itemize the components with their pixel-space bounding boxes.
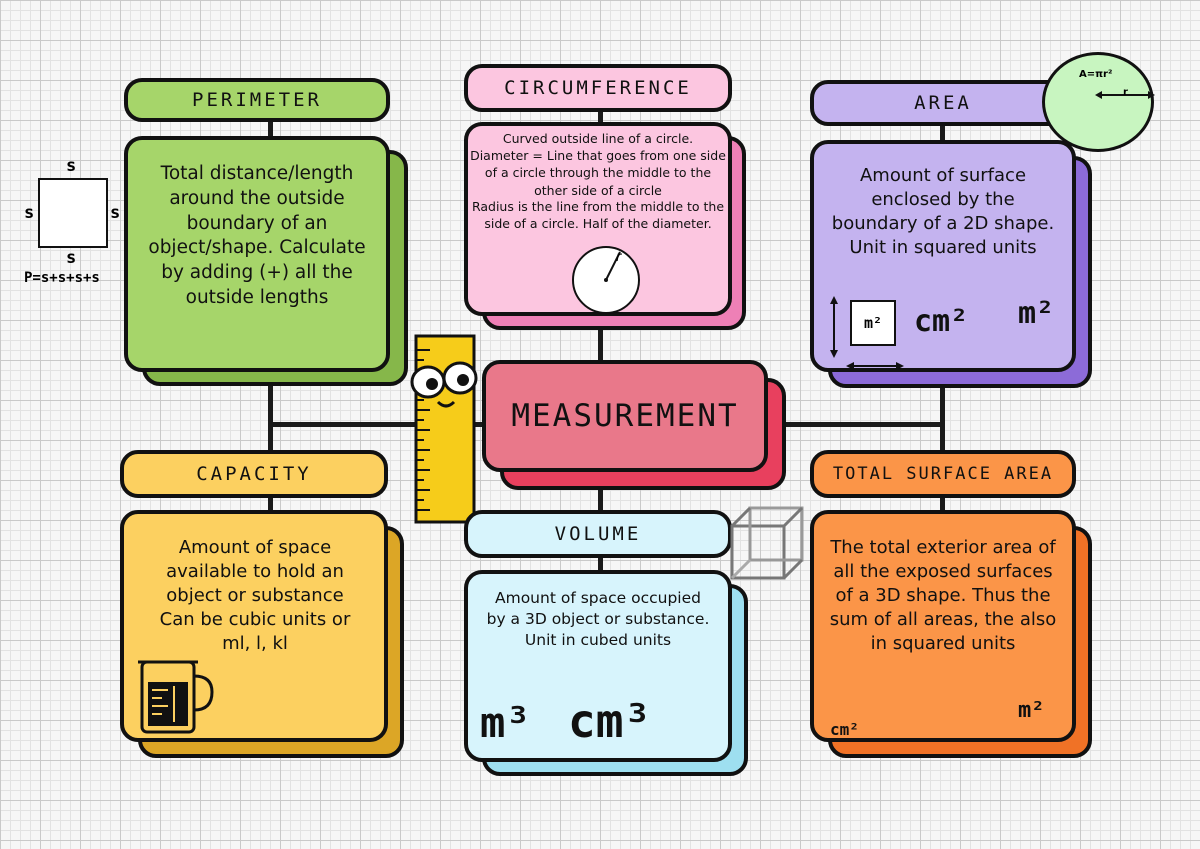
connector-volume-title: [598, 556, 603, 576]
tsa-text: The total exterior area of all the expos…: [829, 537, 1057, 655]
area-card: Amount of surface enclosed by the bounda…: [810, 140, 1076, 372]
connector-left-vertical: [268, 360, 273, 456]
connector-right-horizontal: [780, 422, 944, 427]
perimeter-side-left: s: [24, 203, 35, 223]
connector-area-title: [940, 124, 945, 144]
area-circle-formula: A=πr²: [1079, 69, 1113, 80]
measuring-jug-icon: [138, 660, 214, 734]
connector-left-horizontal: [268, 422, 488, 427]
area-text: Amount of surface enclosed by the bounda…: [831, 165, 1055, 259]
volume-unit-cm: cm³: [568, 694, 652, 748]
circumference-line-1: Curved outside line of a circle.: [502, 131, 694, 146]
area-circle-radius-label: r: [1123, 87, 1128, 98]
connector-perimeter-title: [268, 118, 273, 140]
cube-icon: [730, 506, 804, 580]
area-unit-square: m²: [850, 300, 896, 346]
circumference-line-2: Diameter = Line that goes from one side …: [470, 148, 726, 198]
connector-right-vertical: [940, 360, 945, 456]
connector-tsa-title: [940, 494, 945, 514]
ruler-mascot-icon: [410, 334, 478, 524]
area-circle: A=πr² r: [1042, 52, 1155, 152]
tsa-card: The total exterior area of all the expos…: [810, 510, 1076, 742]
volume-title: VOLUME: [464, 510, 732, 558]
tsa-unit-cm: cm²: [830, 720, 859, 739]
perimeter-title: PERIMETER: [124, 78, 390, 122]
connector-capacity-title: [268, 494, 273, 514]
area-title: AREA: [810, 80, 1076, 126]
circumference-title: CIRCUMFERENCE: [464, 64, 732, 112]
circumference-card: Curved outside line of a circle. Diamete…: [464, 122, 732, 316]
capacity-text: Amount of space available to hold an obj…: [159, 537, 351, 655]
center-title: MEASUREMENT: [511, 398, 739, 434]
capacity-title: CAPACITY: [120, 450, 388, 498]
perimeter-side-bottom: s: [66, 248, 77, 268]
circumference-line-3: Radius is the line from the middle to th…: [471, 199, 725, 232]
circle-radius-diagram: [572, 246, 640, 314]
perimeter-text: Total distance/length around the outside…: [148, 163, 366, 308]
area-dimension-arrows: [830, 296, 904, 370]
capacity-card: Amount of space available to hold an obj…: [120, 510, 388, 742]
tsa-unit-m: m²: [1018, 698, 1045, 723]
area-square-label: m²: [863, 314, 883, 332]
area-unit-m: m²: [1018, 296, 1055, 331]
center-box: MEASUREMENT: [482, 360, 768, 472]
volume-card: Amount of space occupied by a 3D object …: [464, 570, 732, 762]
volume-unit-m: m³: [480, 698, 531, 747]
circumference-radius-label: r: [616, 250, 622, 265]
perimeter-formula: P=s+s+s+s: [24, 270, 100, 286]
volume-text: Amount of space occupied by a 3D object …: [486, 589, 710, 649]
connector-bottom-vertical: [598, 488, 603, 518]
perimeter-side-top: s: [66, 156, 77, 176]
area-unit-cm: cm²: [914, 304, 969, 339]
perimeter-card: Total distance/length around the outside…: [124, 136, 390, 372]
perimeter-side-right: s: [110, 203, 121, 223]
area-circle-radius: [1095, 91, 1155, 99]
tsa-title: TOTAL SURFACE AREA: [810, 450, 1076, 498]
perimeter-square: [38, 178, 108, 248]
